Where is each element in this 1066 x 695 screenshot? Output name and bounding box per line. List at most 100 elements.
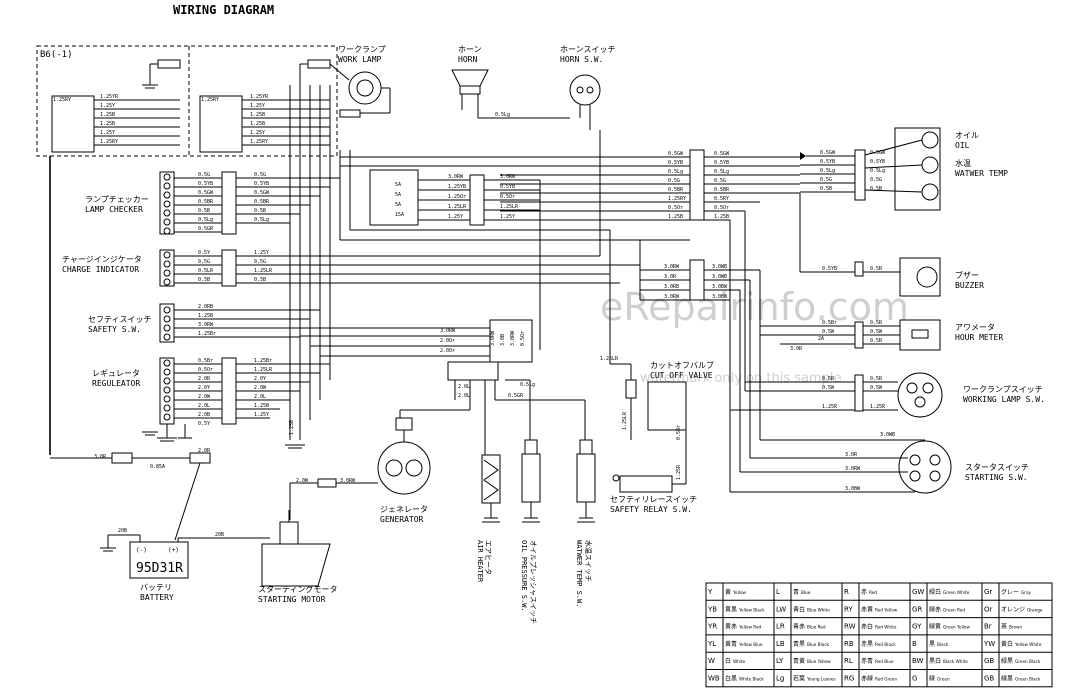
legend-en: Black [937, 642, 949, 647]
svg-text:スタータスイッチ: スタータスイッチ [965, 463, 1029, 472]
legend-en: White Black [739, 677, 764, 682]
legend-en: Red White [875, 625, 897, 630]
svg-text:20B: 20B [118, 528, 127, 534]
svg-text:STARTING MOTOR: STARTING MOTOR [258, 595, 326, 604]
svg-text:0.5Or: 0.5Or [714, 205, 729, 211]
svg-text:HOUR METER: HOUR METER [955, 333, 1003, 342]
svg-text:BATTERY: BATTERY [140, 593, 174, 602]
lower-connector: 3.0RW 2.0Or 2.0Or 3.0RW 3.0B 3.0RW 0.5Or… [300, 319, 586, 455]
lamp-checker: ランプチェッカー LAMP CHECKER 0.5G 0.5YB 0.5GW 0… [85, 171, 340, 235]
svg-text:ワークランプ: ワークランプ [338, 45, 386, 54]
svg-text:2.0L: 2.0L [458, 393, 470, 399]
legend-code: RB [844, 640, 854, 648]
svg-text:1.25RY: 1.25RY [668, 196, 686, 202]
legend-code: L [776, 588, 780, 596]
svg-text:ホーンスイッチ: ホーンスイッチ [560, 45, 615, 54]
svg-text:0.5GW: 0.5GW [668, 151, 684, 157]
svg-text:0.5B: 0.5B [198, 277, 210, 283]
svg-text:0.5G: 0.5G [820, 177, 832, 183]
safety-relay-switch: セフティリレースイッチ SAFETY RELAY S.W. [610, 430, 697, 514]
svg-text:0.5W: 0.5W [870, 329, 883, 335]
legend-code: W [708, 657, 715, 665]
svg-text:3.0RW: 3.0RW [510, 330, 516, 346]
svg-text:1.25RY: 1.25RY [201, 97, 219, 103]
svg-text:3.0R: 3.0R [845, 452, 858, 458]
svg-text:2.0Or: 2.0Or [440, 348, 455, 354]
gauge-sender-block: オイル OIL 水温 WATWER TEMP 0.5GW 0.5YB 0.5Lg… [800, 127, 1008, 211]
svg-text:0.5B: 0.5B [254, 208, 266, 214]
svg-text:0.5LR: 0.5LR [198, 268, 214, 274]
svg-text:1.25LR: 1.25LR [254, 367, 273, 373]
svg-text:AIR HEATER: AIR HEATER [476, 540, 484, 583]
svg-text:1.25RY: 1.25RY [100, 139, 118, 145]
diagram-title: WIRING DIAGRAM [173, 3, 274, 17]
svg-text:(+): (+) [168, 547, 179, 554]
svg-text:0.5B: 0.5B [870, 186, 882, 192]
legend-en: Young Leaves [806, 677, 836, 682]
generator: ジェネレータ GENERATOR 2.0W 3.0RW [289, 417, 431, 524]
svg-text:3.0R: 3.0R [664, 274, 677, 280]
legend-code: LB [776, 640, 785, 648]
svg-text:0.5YB: 0.5YB [254, 181, 269, 187]
legend-en: Blue [801, 590, 811, 595]
svg-text:0.5Br: 0.5Br [198, 358, 213, 364]
svg-text:3.0RB: 3.0RB [664, 284, 679, 290]
legend-code: LW [776, 605, 786, 613]
legend-code: Gr [984, 588, 992, 596]
svg-text:1.25R: 1.25R [676, 464, 682, 480]
hour-meter: アワメータ HOUR METER 0.5Br 0.5W 3.0R 2A 0.5R… [760, 319, 1003, 352]
svg-text:0.5G: 0.5G [254, 259, 266, 265]
legend-en: Red [869, 590, 877, 595]
legend-en: Green White [943, 590, 970, 595]
svg-text:3.0WB: 3.0WB [712, 264, 727, 270]
svg-text:オイルプレッシャスイッチ: オイルプレッシャスイッチ [529, 540, 537, 624]
svg-text:3.0R: 3.0R [94, 454, 107, 460]
svg-text:15A: 15A [395, 212, 404, 218]
svg-text:3.0RW: 3.0RW [490, 330, 496, 346]
legend-jp: 黄青 [725, 640, 737, 648]
svg-text:BUZZER: BUZZER [955, 281, 984, 290]
svg-text:0.5GR: 0.5GR [508, 393, 524, 399]
legend-code: G [912, 675, 917, 683]
svg-text:0.5Lg: 0.5Lg [668, 169, 683, 175]
svg-text:0.5YB: 0.5YB [668, 160, 683, 166]
svg-text:3.0RW: 3.0RW [664, 264, 680, 270]
svg-text:0.5Lg: 0.5Lg [820, 168, 835, 174]
svg-text:0.5Y: 0.5Y [198, 421, 210, 427]
svg-text:0.5BR: 0.5BR [714, 187, 730, 193]
svg-text:0.5GW: 0.5GW [198, 190, 214, 196]
legend-jp: 若葉 [793, 675, 805, 683]
svg-text:1.25YR: 1.25YR [100, 94, 119, 100]
fuse-relay-block: 3.0RW 1.25YB 1.25Or 1.25LR 1.25Y 3.0RW 0… [369, 169, 540, 226]
svg-text:1.25B: 1.25B [714, 214, 729, 220]
svg-text:SAFETY S.W.: SAFETY S.W. [88, 325, 141, 334]
legend-en: White [733, 659, 746, 664]
svg-text:3.0RW: 3.0RW [500, 174, 516, 180]
svg-text:2.0Y: 2.0Y [198, 385, 210, 391]
legend-jp: 青白 [793, 605, 805, 613]
svg-text:スターティングモータ: スターティングモータ [258, 584, 338, 594]
svg-text:1.25B: 1.25B [100, 121, 115, 127]
legend-en: Yellow Blue [738, 642, 763, 647]
svg-text:ジェネレータ: ジェネレータ [380, 505, 428, 514]
harness-trunk: 1.25B [49, 85, 690, 455]
battery: 3.0R 0.85A 2.0R (-) (+) 95D31R バッテリ BATT… [50, 448, 270, 602]
svg-text:ワークランプスイッチ: ワークランプスイッチ [963, 385, 1043, 394]
svg-text:0.5YB: 0.5YB [714, 160, 729, 166]
svg-text:0.5Br: 0.5Br [822, 320, 837, 326]
legend-en: Red Green [875, 677, 897, 682]
svg-text:1.25RY: 1.25RY [53, 97, 71, 103]
legend-jp: 青 [793, 588, 799, 596]
svg-text:0.5Or: 0.5Or [198, 367, 213, 373]
legend-jp: 緑黒 [1001, 657, 1013, 665]
svg-text:1.25Y: 1.25Y [448, 214, 463, 220]
legend-en: Orange [1027, 607, 1043, 612]
svg-text:0.5Or: 0.5Or [668, 205, 683, 211]
legend-jp: 緑黒 [1001, 675, 1013, 683]
svg-text:REGULEATOR: REGULEATOR [92, 379, 140, 388]
svg-text:0.5W: 0.5W [822, 385, 835, 391]
legend-jp: 黄黒 [725, 605, 737, 613]
svg-text:0.5YB: 0.5YB [822, 266, 837, 272]
svg-text:(-): (-) [136, 547, 147, 554]
